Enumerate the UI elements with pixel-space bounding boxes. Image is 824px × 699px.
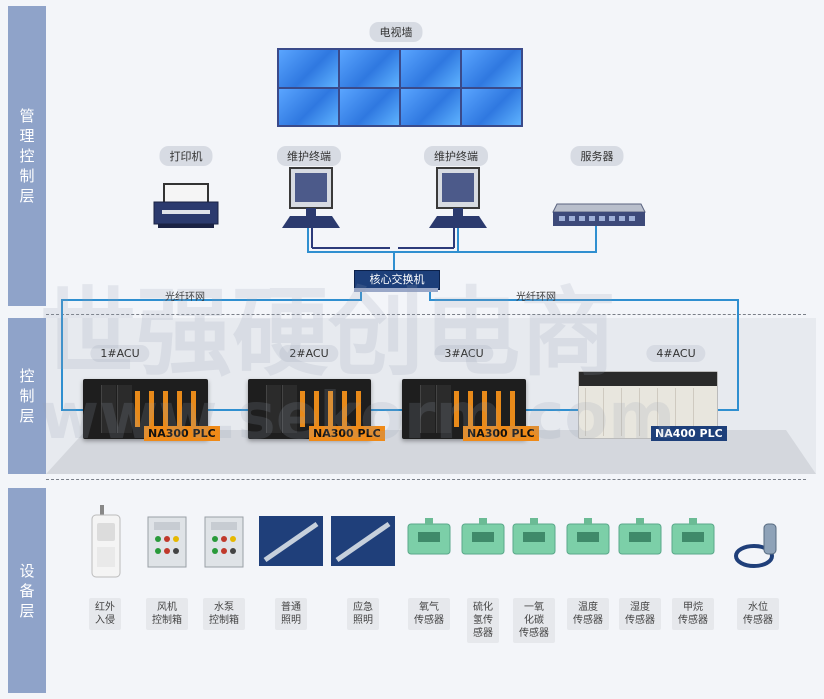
equipment-layer-sidebar	[8, 488, 46, 693]
control-layer-sidebar	[8, 318, 46, 474]
device-caption-3: 水泵控制箱	[203, 598, 245, 630]
device-caption-1: 红外入侵	[89, 598, 121, 630]
device-caption-4: 普通照明	[275, 598, 307, 630]
acu-4-label: 4#ACU	[646, 345, 706, 362]
plc-3-tag: NA300 PLC	[463, 426, 539, 441]
humidity-sensor-icon	[618, 518, 662, 555]
ring-label-left: 光纤环网	[165, 292, 205, 303]
printer-label: 打印机	[159, 146, 213, 166]
methane-sensor-icon	[671, 518, 715, 555]
core-switch-label: 核心交换机	[369, 273, 425, 286]
control-layer-label: 控制层	[19, 367, 35, 425]
device-caption-8: 一氧化碳传感器	[513, 598, 555, 643]
device-caption-10: 湿度传感器	[619, 598, 661, 630]
h2s-sensor-icon	[461, 518, 505, 555]
plc-2-tag: NA300 PLC	[309, 426, 385, 441]
plc-1-tag: NA300 PLC	[144, 426, 220, 441]
temperature-sensor-icon	[566, 518, 610, 555]
oxygen-sensor-icon	[407, 518, 451, 555]
server-label: 服务器	[570, 146, 624, 166]
terminal-2-icon	[429, 167, 487, 228]
core-switch: 核心交换机	[354, 270, 440, 290]
terminal-2-label: 维护终端	[424, 146, 488, 166]
device-caption-5: 应急照明	[347, 598, 379, 630]
device-caption-9: 温度传感器	[567, 598, 609, 630]
pump-control-box-icon	[204, 516, 244, 568]
plc-4-tag: NA400 PLC	[651, 426, 727, 441]
infrared-sensor-icon	[91, 505, 121, 578]
tv-wall	[277, 48, 523, 127]
terminal-1-icon	[282, 167, 340, 228]
ring-label-right: 光纤环网	[516, 292, 556, 303]
separator-top	[46, 314, 806, 315]
acu-3-label: 3#ACU	[434, 345, 494, 362]
equipment-layer-label: 设备层	[19, 561, 35, 620]
printer-icon	[153, 183, 219, 228]
floor-plate	[46, 430, 816, 474]
device-caption-11: 甲烷传感器	[672, 598, 714, 630]
terminal-1-label: 维护终端	[277, 146, 341, 166]
server-icon	[552, 203, 646, 226]
management-layer-sidebar	[8, 6, 46, 306]
emergency-lighting-icon	[331, 516, 395, 566]
water-level-sensor-icon	[734, 523, 777, 568]
normal-lighting-icon	[259, 516, 323, 566]
acu-2-label: 2#ACU	[279, 345, 339, 362]
co-sensor-icon	[512, 518, 556, 555]
device-caption-6: 氧气传感器	[408, 598, 450, 630]
acu-1-label: 1#ACU	[90, 345, 150, 362]
tv-wall-label: 电视墙	[369, 22, 423, 42]
fan-control-box-icon	[147, 516, 187, 568]
management-layer-label: 管理控制层	[19, 107, 35, 205]
device-caption-12: 水位传感器	[737, 598, 779, 630]
device-caption-7: 硫化氢传感器	[467, 598, 499, 643]
device-caption-2: 风机控制箱	[146, 598, 188, 630]
separator-bottom	[46, 479, 806, 480]
core-switch-base	[354, 288, 438, 292]
